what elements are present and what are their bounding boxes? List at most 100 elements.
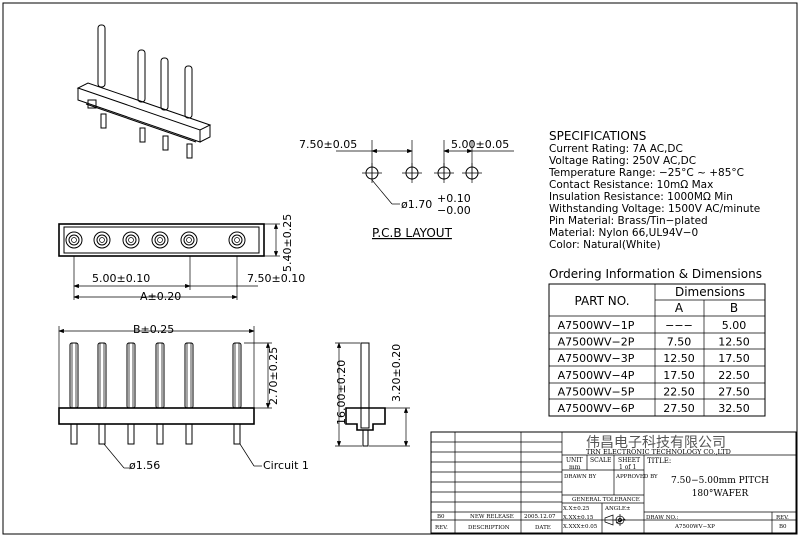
- specs-title: SPECIFICATIONS: [549, 129, 646, 143]
- pin-hole-icon: [122, 231, 140, 249]
- rev-entry-rev: B0: [437, 514, 445, 520]
- title-block: [430, 431, 797, 534]
- dim-b-cell: 17.50: [718, 352, 750, 365]
- rev-label: REV.: [776, 515, 789, 521]
- part-no-cell: A7500WV−5P: [558, 385, 635, 398]
- dim-a-cell: −−−: [665, 319, 693, 332]
- spec-line: Withstanding Voltage: 1500V AC/minute: [549, 203, 760, 215]
- title-line-2: 180°WAFER: [692, 489, 749, 499]
- unit-value: mm: [569, 464, 581, 471]
- table-row: A7500WV−5P 22.50 27.50: [558, 385, 750, 398]
- dim-b-cell: 5.00: [722, 319, 747, 332]
- pcb-hole-dia: ø1.70: [401, 198, 432, 211]
- tolerance-3: X.XXX±0.05: [563, 524, 598, 530]
- pin-icon: [232, 342, 242, 445]
- pin-hole-icon: [93, 231, 111, 249]
- spec-line: Insulation Resistance: 1000MΩ Min: [549, 191, 733, 203]
- pin-icon: [97, 342, 107, 445]
- drawing-no-label: DRAW NO.:: [646, 515, 678, 521]
- pin-icon: [184, 342, 194, 445]
- drawing-no: A7500WV−XP: [674, 524, 715, 530]
- col-date-label: DATE: [535, 525, 551, 531]
- pcb-hole-icon: [434, 163, 454, 183]
- unit-label: UNIT: [566, 457, 583, 464]
- part-no-cell: A7500WV−2P: [558, 336, 635, 349]
- spec-line: Voltage Rating: 250V AC,DC: [549, 155, 696, 167]
- title-line-1: 7.50−5.00mm PITCH: [671, 476, 769, 486]
- col-part-no: PART NO.: [574, 294, 629, 308]
- dim-b-cell: 27.50: [718, 385, 750, 398]
- pcb-hole-icon: [362, 163, 382, 183]
- pin-icon: [155, 342, 165, 445]
- spec-line: Material: Nylon 66,UL94V−0: [549, 227, 698, 239]
- top-a-dim: A±0.20: [140, 290, 181, 303]
- spec-line: Temperature Range: −25°C ~ +85°C: [548, 167, 744, 179]
- dim-a-cell: 27.50: [663, 402, 695, 415]
- title-label: TITLE:: [647, 457, 671, 465]
- pcb-dim-left: 7.50±0.05: [299, 138, 357, 151]
- company-name-en: TRN ELECTRONIC TECHNOLOGY CO.,LTD: [586, 448, 731, 456]
- top-end-pitch-dim: 7.50±0.10: [247, 272, 305, 285]
- table-row: A7500WV−1P −−− 5.00: [558, 319, 747, 332]
- front-b-dim: B±0.25: [133, 323, 174, 336]
- pin-hole-icon: [228, 231, 246, 249]
- drawn-by-label: DRAWN BY: [564, 474, 596, 480]
- ordering-table: [548, 283, 766, 417]
- part-no-cell: A7500WV−4P: [558, 369, 635, 382]
- approved-by-label: APPROVED BY: [615, 474, 658, 480]
- spec-line: Current Rating: 7A AC,DC: [549, 143, 683, 155]
- pcb-dim-right: 5.00±0.05: [451, 138, 509, 151]
- side-bottom-dim: 3.20±0.20: [390, 344, 403, 402]
- front-pin-top-dim: 2.70±0.25: [267, 347, 280, 405]
- pin-hole-icon: [151, 231, 169, 249]
- projection-symbol-icon: [604, 514, 626, 526]
- top-height-dim: 5.40±0.25: [281, 214, 294, 272]
- col-rev-label: REV.: [435, 525, 448, 531]
- pin-icon: [69, 342, 79, 445]
- side-total-dim: 16.00±0.20: [335, 360, 348, 425]
- part-no-cell: A7500WV−3P: [558, 352, 635, 365]
- col-b: B: [730, 301, 738, 315]
- pcb-hole-icon: [402, 163, 422, 183]
- col-a: A: [675, 301, 684, 315]
- rev-value: B0: [779, 524, 787, 530]
- isometric-view: [76, 24, 212, 159]
- pin-hole-icon: [65, 231, 83, 249]
- top-pitch-dim: 5.00±0.10: [92, 272, 150, 285]
- general-tolerance-label: GENERAL TOLERANCE: [572, 497, 640, 503]
- angle-label: ANGLE±: [604, 506, 631, 512]
- sheet-value: 1 of 1: [619, 464, 636, 471]
- rev-entry-date: 2005.12.07: [524, 514, 556, 520]
- dim-b-cell: 12.50: [718, 336, 750, 349]
- dim-b-cell: 32.50: [718, 402, 750, 415]
- dim-a-cell: 17.50: [663, 369, 695, 382]
- sheet-label: SHEET: [618, 457, 640, 464]
- col-description-label: DESCRIPTION: [468, 525, 510, 531]
- pcb-hole-tol-minus: −0.00: [437, 204, 471, 217]
- pcb-hole-tol-plus: +0.10: [437, 192, 471, 205]
- tolerance-1: X.X±0.25: [563, 506, 590, 512]
- part-no-cell: A7500WV−6P: [558, 402, 635, 415]
- pin-hole-icon: [180, 231, 198, 249]
- tolerance-2: X.XX±0.15: [563, 515, 594, 521]
- pin-icon: [126, 342, 136, 445]
- circuit-1-label: Circuit 1: [263, 459, 309, 472]
- dim-a-cell: 22.50: [663, 385, 695, 398]
- spec-line: Color: Natural(White): [549, 239, 661, 251]
- spec-line: Contact Resistance: 10mΩ Max: [549, 179, 713, 191]
- scale-label: SCALE: [590, 457, 611, 464]
- rev-entry-desc: NEW RELEASE: [470, 514, 514, 520]
- pcb-hole-icon: [462, 163, 482, 183]
- table-row: A7500WV−6P 27.50 32.50: [558, 402, 750, 415]
- spec-line: Pin Material: Brass/Tin−plated: [549, 215, 708, 227]
- company-name-cn: 伟昌电子科技有限公司: [586, 435, 726, 451]
- top-view: [58, 223, 280, 300]
- part-no-cell: A7500WV−1P: [558, 319, 635, 332]
